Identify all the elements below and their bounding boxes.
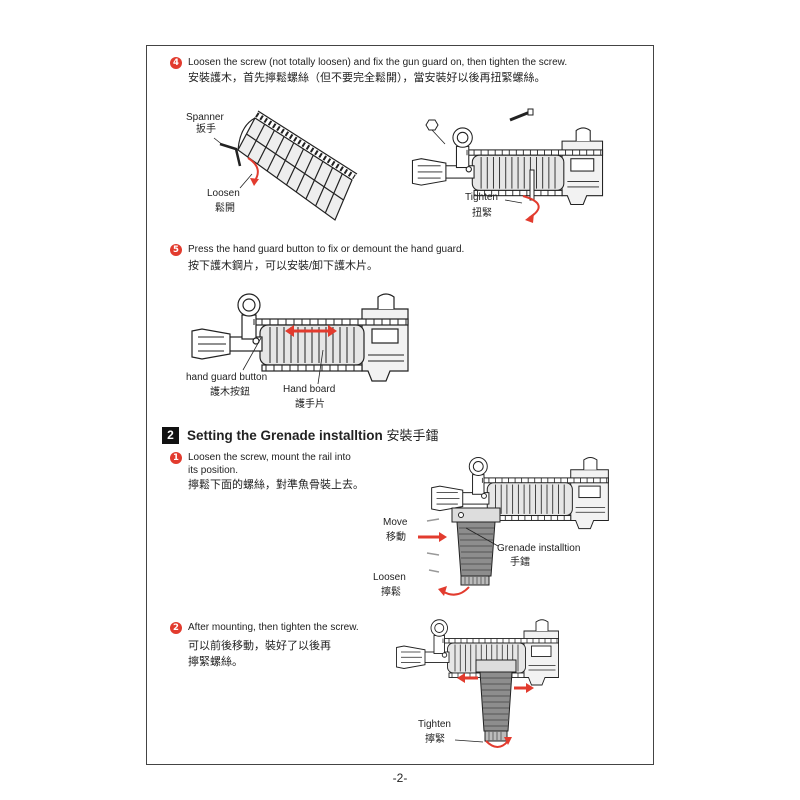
label-tighten-grip-zh: 擰緊 <box>425 734 445 745</box>
label-tighten-zh: 扭緊 <box>472 208 492 219</box>
section-2-step-2-text-zh-line2: 擰緊螺絲。 <box>188 656 243 668</box>
nut-leader-line <box>431 129 446 145</box>
tighten-curved-arrow-icon <box>485 737 512 748</box>
label-loosen-grip-zh: 擰鬆 <box>381 587 401 598</box>
label-loosen-zh: 鬆開 <box>215 203 235 214</box>
step-4-text-zh: 安裝護木，首先擰鬆螺絲（但不要完全鬆開），當安裝好以後再扭緊螺絲。 <box>188 72 546 84</box>
tighten-curved-arrow-icon <box>522 195 540 223</box>
section-2-step-2-text-en: After mounting, then tighten the screw. <box>188 622 359 633</box>
loosen-curved-arrow-icon <box>438 586 470 596</box>
grenade-leader-line <box>465 527 499 547</box>
step-5-text-zh: 按下護木鋼片，可以安裝/卸下護木片。 <box>188 260 379 272</box>
step-5-badge: 5 <box>170 244 182 256</box>
label-hand-board-zh: 護手片 <box>295 399 325 410</box>
loosen-curved-arrow-icon <box>247 157 259 186</box>
section-2-title-en: Setting the Grenade installtion <box>187 428 383 443</box>
section-2-step-2-text-zh-line1: 可以前後移動，裝好了以後再 <box>188 640 331 652</box>
page-number: -2- <box>392 771 408 785</box>
section-2-title: Setting the Grenade installtion 安裝手鐳 <box>187 427 439 445</box>
move-left-arrow-icon <box>457 673 478 683</box>
label-grenade-zh: 手鐳 <box>510 557 530 568</box>
bolt-rod <box>529 169 535 201</box>
section-2-badge: 2 <box>162 427 179 444</box>
button-leader-line <box>242 337 262 371</box>
section-2-title-zh: 安裝手鐳 <box>386 428 439 443</box>
grip-tighten-illustration <box>396 619 559 748</box>
step-4-badge: 4 <box>170 57 182 69</box>
board-leader-line <box>317 349 324 385</box>
label-hand-board-en: Hand board <box>283 384 336 395</box>
loosen-leader-line <box>239 173 253 189</box>
label-grenade-en: Grenade installtion <box>497 543 581 554</box>
label-move-en: Move <box>383 517 408 528</box>
label-spanner-zh: 扳手 <box>196 124 216 135</box>
label-loosen-grip-en: Loosen <box>373 572 406 583</box>
section-2-step-1-text-en-line2: its position. <box>188 465 239 476</box>
grip-mount-illustration <box>418 456 609 596</box>
label-loosen-en: Loosen <box>207 188 240 199</box>
label-tighten-en: Tighten <box>465 192 498 203</box>
spanner-icon <box>219 142 242 167</box>
section-2-step-1-text-en-line1: Loosen the screw, mount the rail into <box>188 452 351 463</box>
move-right-arrow-icon <box>514 683 534 693</box>
tighten-leader-line <box>504 199 523 204</box>
tighten-leader-line <box>454 739 484 743</box>
hand-guard-button-illustration <box>191 293 409 385</box>
label-hand-guard-button-zh: 護木按鈕 <box>210 387 250 398</box>
step-4-text-en: Loosen the screw (not totally loosen) an… <box>188 57 568 68</box>
section-2-step-1-badge: 1 <box>170 452 182 464</box>
move-arrow-icon <box>418 532 447 542</box>
page-border <box>146 45 654 765</box>
handguard-spanner-illustration <box>213 110 358 221</box>
label-move-zh: 移動 <box>386 532 406 543</box>
label-tighten-grip-en: Tighten <box>418 719 451 730</box>
spanner-leader-line <box>213 137 225 147</box>
motion-lines <box>426 518 440 573</box>
handguard-shape <box>237 110 358 221</box>
grip-shape <box>475 659 517 742</box>
nut-icon <box>425 119 439 131</box>
label-hand-guard-button-en: hand guard button <box>186 372 268 383</box>
screw-icon <box>509 108 534 122</box>
label-spanner-en: Spanner <box>186 112 224 123</box>
double-arrow-icon <box>285 325 337 337</box>
section-2-step-1-text-zh: 擰鬆下面的螺絲，對準魚骨裝上去。 <box>188 479 364 491</box>
step-5-text-en: Press the hand guard button to fix or de… <box>188 244 465 255</box>
gun-tighten-illustration <box>411 108 604 223</box>
section-2-step-2-badge: 2 <box>170 622 182 634</box>
grip-shape <box>451 507 501 586</box>
